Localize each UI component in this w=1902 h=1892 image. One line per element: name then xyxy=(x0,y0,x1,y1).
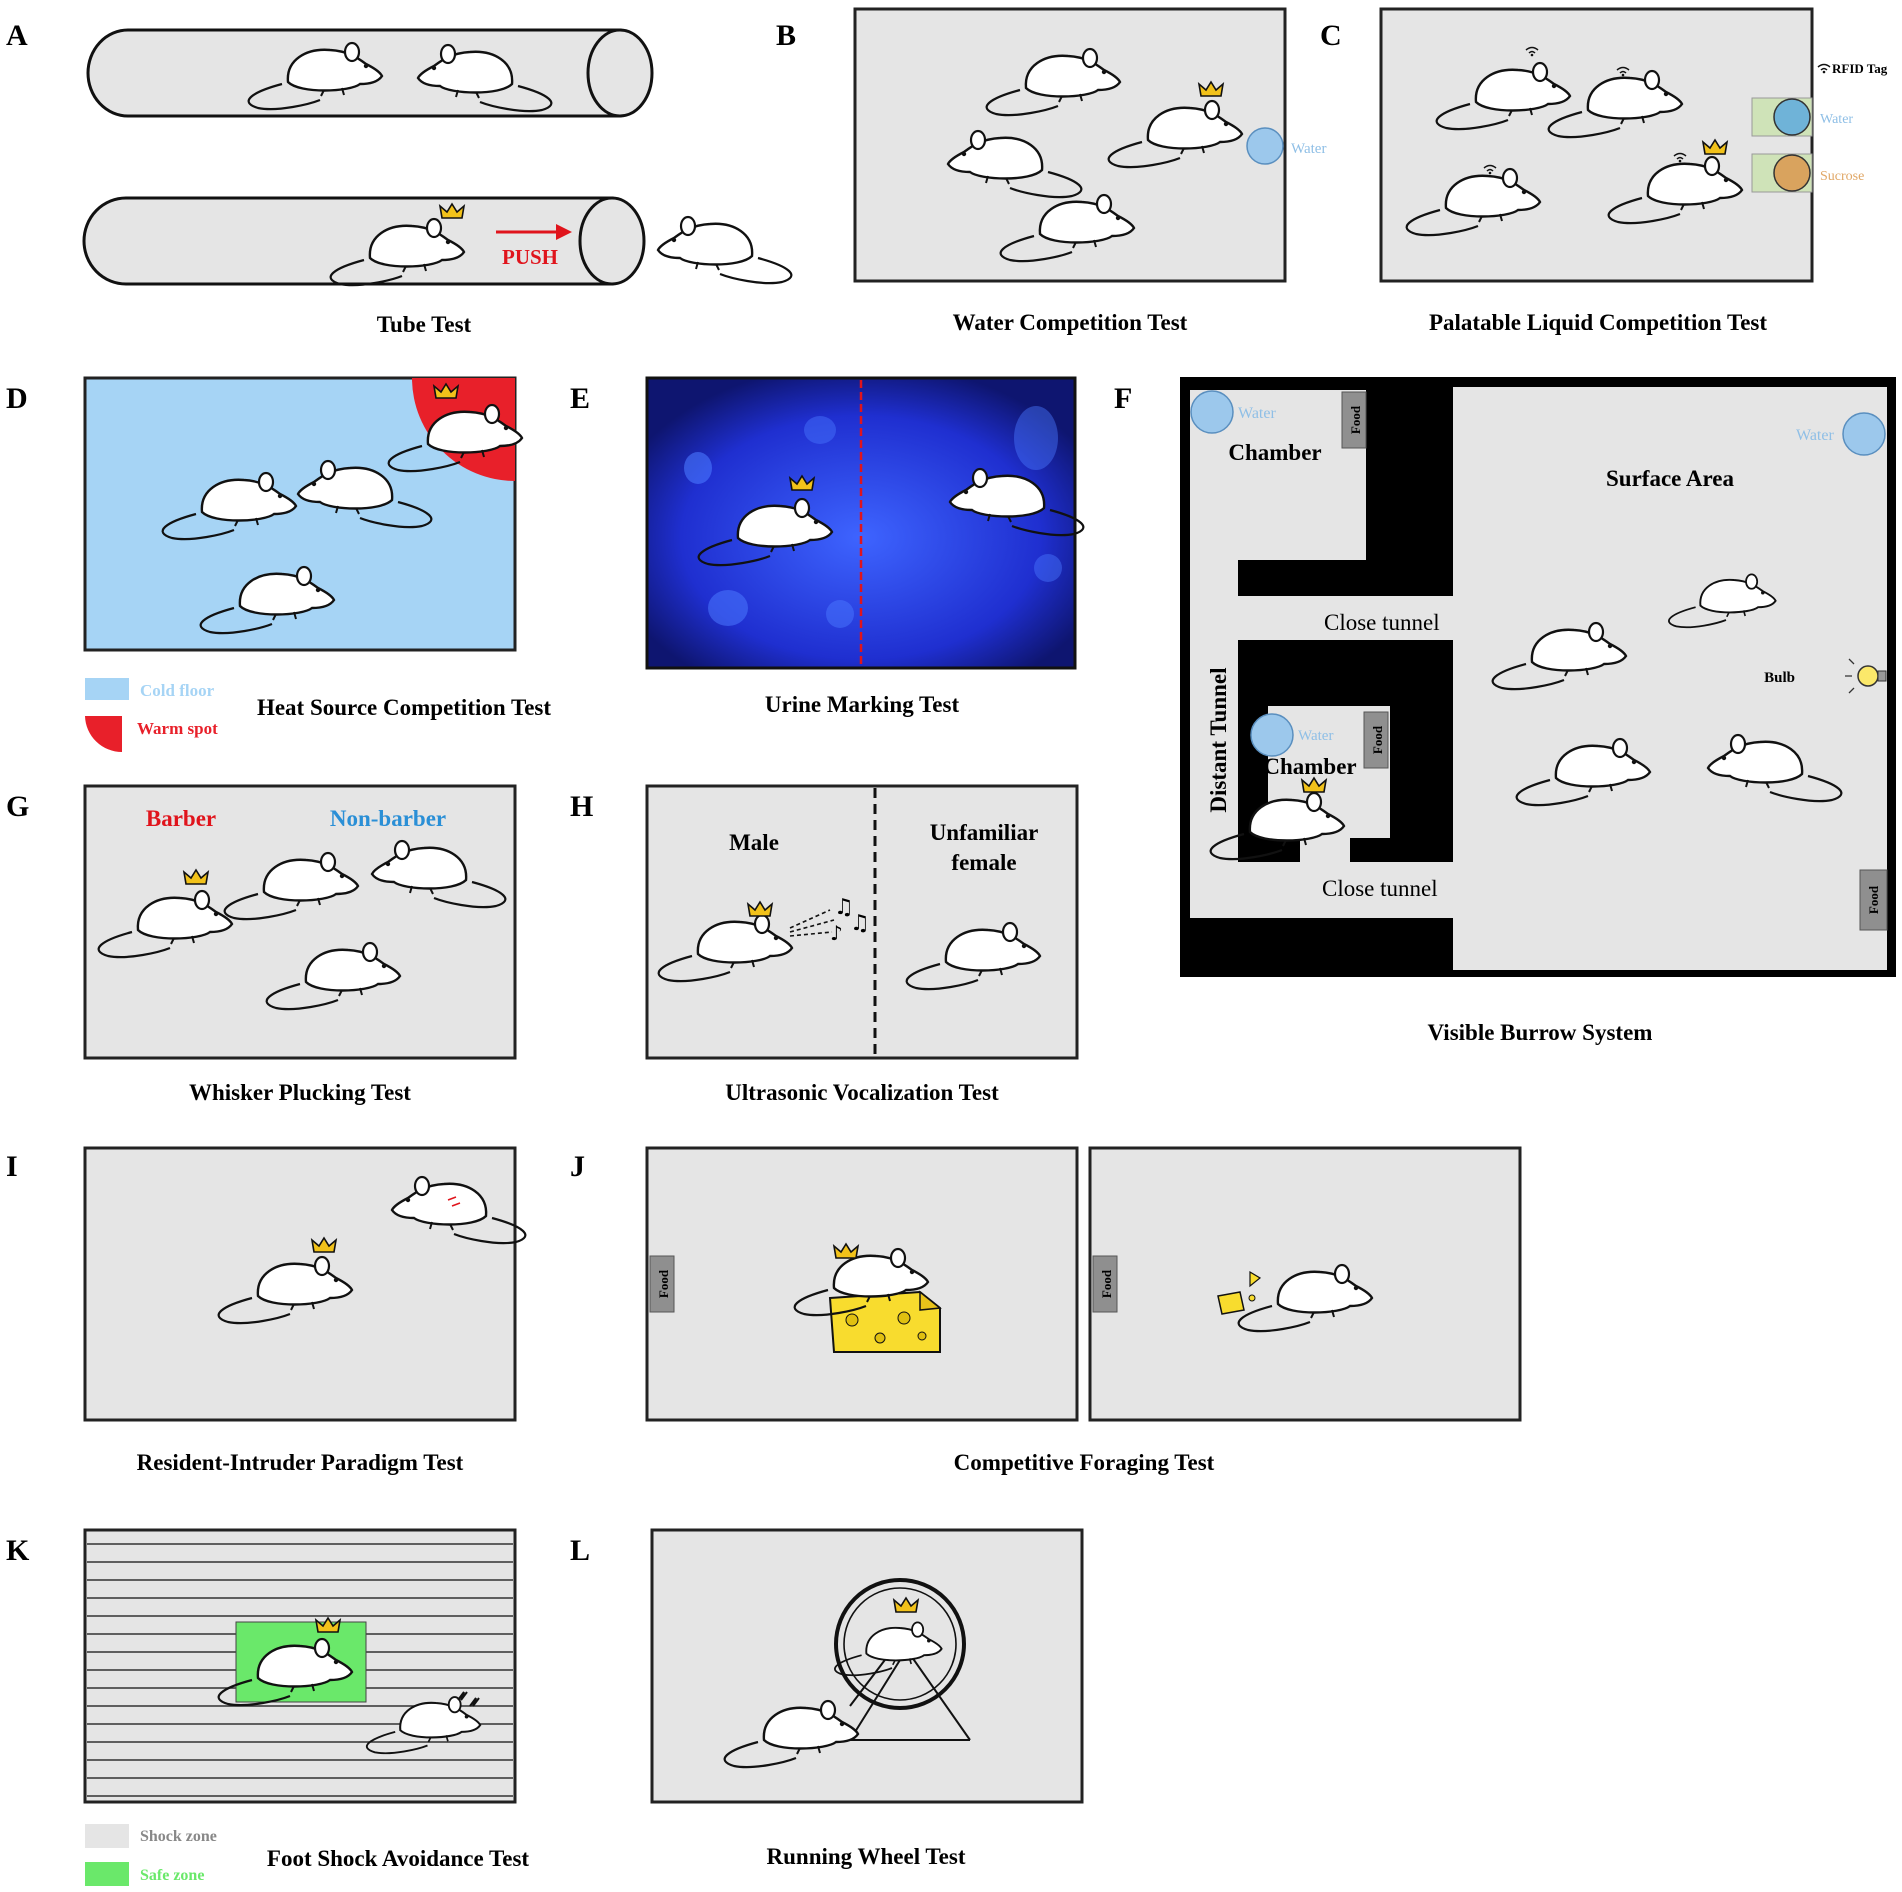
arena-l xyxy=(650,1528,1084,1804)
legend-safe-label: Safe zone xyxy=(140,1867,204,1884)
bulb-icon xyxy=(1845,658,1887,694)
caption-b: Water Competition Test xyxy=(953,310,1188,335)
caption-e: Urine Marking Test xyxy=(765,692,960,717)
chamber-label-top: Chamber xyxy=(1228,440,1321,465)
panel-f: F Water Food Chamber Water Surface Area … xyxy=(1114,377,1896,1045)
caption-d: Heat Source Competition Test xyxy=(257,695,551,720)
female-label-2: female xyxy=(951,850,1016,875)
urine-arena xyxy=(645,376,1077,670)
svg-text:♪: ♪ xyxy=(830,921,843,945)
panel-i: I Resident-Intruder Paradigm Test xyxy=(6,1146,527,1475)
caption-k: Foot Shock Avoidance Test xyxy=(267,1846,530,1871)
push-label: PUSH xyxy=(502,245,558,269)
surface-area xyxy=(1453,387,1887,970)
panel-b: B Water Water Competition Test xyxy=(776,7,1326,335)
legend-swatch-safe xyxy=(85,1862,129,1886)
chamber-label-bottom: Chamber xyxy=(1263,754,1356,779)
panel-label-d: D xyxy=(6,382,28,415)
panel-label-c: C xyxy=(1320,19,1342,52)
water-label-f1: Water xyxy=(1238,405,1276,422)
caption-h: Ultrasonic Vocalization Test xyxy=(725,1080,999,1105)
food-label-f3: Food xyxy=(1866,885,1881,914)
panel-label-a: A xyxy=(6,19,28,52)
caption-g: Whisker Plucking Test xyxy=(189,1080,411,1105)
panel-a: A PUSH Tube Test xyxy=(6,19,793,337)
water-label-b: Water xyxy=(1291,141,1326,157)
close-tunnel-bottom xyxy=(1190,862,1453,918)
food-label-f1: Food xyxy=(1348,405,1363,434)
arena-h xyxy=(645,784,1079,1060)
rfid-signal-icon xyxy=(1817,63,1831,75)
panel-c: C RFID Tag Water Sucrose Palatable Liqui… xyxy=(1320,7,1888,335)
arena-c xyxy=(1379,7,1814,283)
panel-g: G Barber Non-barber Whisker Plucking Tes… xyxy=(6,784,517,1105)
panel-label-b: B xyxy=(776,19,796,52)
panel-e: E Urine Marking Test xyxy=(570,376,1085,717)
surface-area-label: Surface Area xyxy=(1606,466,1734,491)
caption-c: Palatable Liquid Competition Test xyxy=(1429,310,1767,335)
food-label-j1: Food xyxy=(656,1269,671,1298)
close-tunnel-label-2: Close tunnel xyxy=(1322,876,1438,901)
panel-label-e: E xyxy=(570,382,590,415)
close-tunnel-top xyxy=(1190,596,1453,640)
male-label: Male xyxy=(729,830,779,855)
tube-bottom xyxy=(82,196,614,286)
panel-l: L Running Wheel Test xyxy=(570,1528,1084,1869)
legend-swatch-cold xyxy=(85,678,129,700)
mouse-icon xyxy=(656,215,793,285)
panel-h: H Male Unfamiliar female ♫ ♫ ♪ Ultrasoni… xyxy=(570,784,1079,1105)
legend-shock-label: Shock zone xyxy=(140,1828,217,1845)
caption-j: Competitive Foraging Test xyxy=(954,1450,1215,1475)
rfid-label: RFID Tag xyxy=(1832,61,1888,76)
caption-i: Resident-Intruder Paradigm Test xyxy=(137,1450,464,1475)
panel-label-f: F xyxy=(1114,382,1132,415)
distant-tunnel-label: Distant Tunnel xyxy=(1206,667,1231,812)
music-notes-icon: ♫ ♫ ♪ xyxy=(789,895,870,945)
cheese-icon xyxy=(828,1290,942,1353)
water-label-f2: Water xyxy=(1796,427,1834,444)
sucrose-label-c: Sucrose xyxy=(1820,169,1864,184)
bulb-label: Bulb xyxy=(1764,670,1795,686)
lightning-icon xyxy=(457,1691,480,1707)
water-spout xyxy=(1246,127,1284,165)
barber-label: Barber xyxy=(146,806,216,831)
panel-label-l: L xyxy=(570,1534,590,1567)
svg-text:♫: ♫ xyxy=(834,895,854,920)
cheese-icon xyxy=(1217,1270,1262,1315)
water-label-c: Water xyxy=(1820,112,1853,127)
caption-l: Running Wheel Test xyxy=(767,1844,966,1869)
water-label-f3: Water xyxy=(1298,728,1333,744)
nonbarber-label: Non-barber xyxy=(330,806,446,831)
legend-warm-label: Warm spot xyxy=(137,719,218,738)
sucrose-bottle-c xyxy=(1773,154,1811,192)
food-label-f2: Food xyxy=(1370,725,1385,754)
panel-k: K Shock zone Safe zone Foot Shock Avoida… xyxy=(6,1528,530,1886)
close-tunnel-label-1: Close tunnel xyxy=(1324,610,1440,635)
panel-label-h: H xyxy=(570,790,593,823)
water-bottle-c xyxy=(1773,98,1811,136)
food-label-j2: Food xyxy=(1099,1269,1114,1298)
legend-swatch-shock xyxy=(85,1824,129,1848)
female-label-1: Unfamiliar xyxy=(930,820,1039,845)
panel-label-j: J xyxy=(570,1150,585,1183)
svg-text:♫: ♫ xyxy=(850,911,870,936)
panel-label-k: K xyxy=(6,1534,30,1567)
panel-label-i: I xyxy=(6,1150,18,1183)
caption-f: Visible Burrow System xyxy=(1428,1020,1653,1045)
legend-swatch-warm xyxy=(85,716,122,752)
panel-label-g: G xyxy=(6,790,29,823)
running-wheel-icon xyxy=(834,1578,971,1741)
legend-cold-label: Cold floor xyxy=(140,681,215,700)
panel-j: J Food Food Competitive Foraging Test xyxy=(570,1146,1522,1475)
caption-a: Tube Test xyxy=(377,312,472,337)
panel-d: D Cold floor Warm spot Heat Source Compe… xyxy=(6,376,551,752)
